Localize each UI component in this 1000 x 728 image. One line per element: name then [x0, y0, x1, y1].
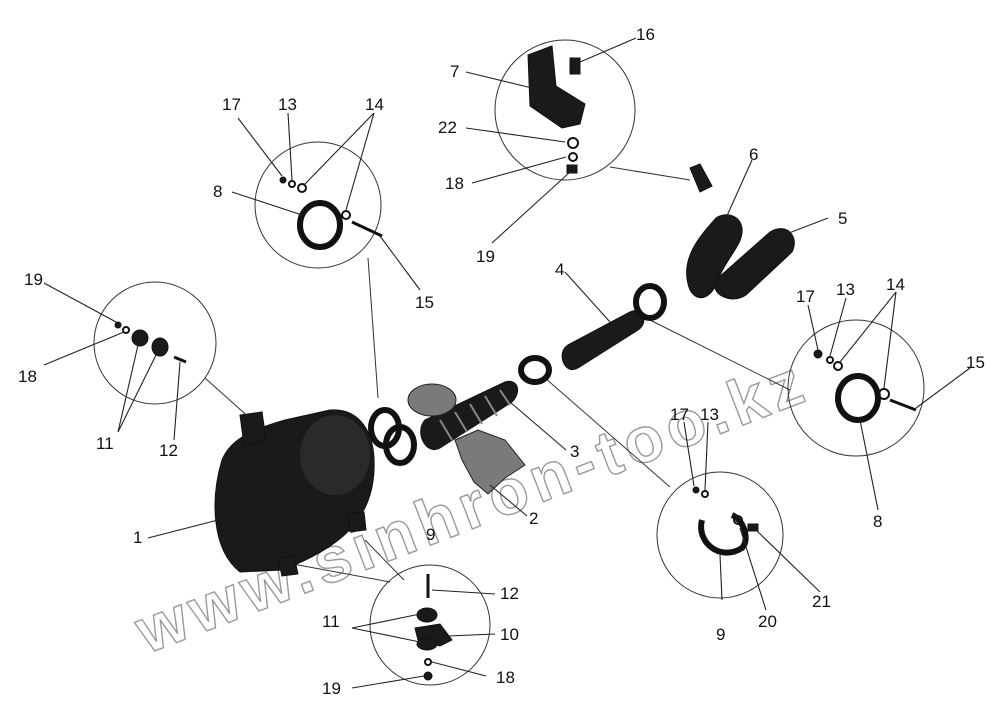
callout-label: 20 [758, 612, 777, 631]
part-7-bracket [527, 45, 586, 129]
part-19-nut [423, 671, 433, 681]
callout-label: 17 [796, 287, 815, 306]
callout-label: 19 [24, 270, 43, 289]
callout-label: 17 [670, 405, 689, 424]
callout-label: 3 [570, 442, 579, 461]
part-18-washer [122, 326, 130, 334]
callout-label: 13 [836, 280, 855, 299]
detail-circle-left [93, 281, 217, 405]
part-8-clamp-left [297, 200, 343, 250]
callout-label: 18 [445, 174, 464, 193]
part-18-washer [568, 152, 578, 162]
detail-circle-bottom-center [656, 471, 784, 599]
callout-label: 14 [365, 95, 384, 114]
part-22-washer [567, 137, 579, 149]
part-14-washer [297, 183, 307, 193]
callout-label: 18 [18, 367, 37, 386]
connector-line [364, 539, 405, 581]
callout-label: 13 [278, 95, 297, 114]
part-11-cushion [131, 329, 149, 347]
part-15-bolt [351, 220, 383, 238]
callout-label: 19 [322, 679, 341, 698]
part-20-washer [733, 515, 743, 525]
part-17-nut [279, 176, 287, 184]
part-9-clamp-bottom [698, 512, 749, 556]
detail-circle-top-left [254, 141, 382, 269]
callout-label: 4 [555, 260, 564, 279]
callout-label: 11 [96, 434, 114, 453]
part-2-bracket [454, 429, 526, 495]
callout-label: 1 [133, 528, 142, 547]
callout-label: 2 [529, 509, 538, 528]
part-15-bolt [889, 398, 917, 412]
callout-label: 17 [222, 95, 241, 114]
callout-label: 5 [838, 209, 847, 228]
part-9-clamp-left-2 [383, 424, 417, 466]
part-11-cushion [416, 637, 438, 651]
part-11-cushion [151, 337, 169, 357]
part-16-bolt [569, 57, 581, 75]
connector-line [649, 319, 791, 391]
callout-label: 14 [886, 275, 905, 294]
callout-label: 10 [500, 625, 519, 644]
part-8-clamp-right [835, 373, 881, 423]
callout-label: 8 [213, 182, 222, 201]
callout-label: 19 [476, 247, 495, 266]
part-14-washer [878, 388, 890, 400]
detail-circle-top-center [494, 39, 636, 181]
detail-circle-bottom-left [369, 564, 491, 686]
callout-label: 22 [438, 118, 457, 137]
callout-label: 18 [496, 668, 515, 687]
part-19-nut [566, 164, 578, 174]
callout-label: 13 [700, 405, 719, 424]
part-3-flex-pipe [407, 380, 519, 451]
callout-label: 12 [159, 441, 178, 460]
connector-line [367, 257, 379, 399]
part-13-washer [288, 180, 296, 188]
callout-label: 6 [749, 145, 758, 164]
part-11-cushion [416, 607, 438, 623]
part-1-silencer [214, 409, 375, 577]
part-17-nut [692, 486, 700, 494]
part-13-washer [826, 356, 834, 364]
part-14-washer [341, 210, 351, 220]
callout-label: 16 [636, 25, 655, 44]
callout-labels: 1 2 3 4 5 6 7 8 8 9 9 10 11 11 12 12 13 … [18, 25, 985, 698]
callout-label: 15 [966, 353, 985, 372]
part-6-bracket-small [689, 163, 713, 193]
part-12-bolt [173, 355, 187, 364]
connector-line [544, 377, 671, 488]
connector-line [281, 561, 391, 583]
part-4-pipe [561, 310, 645, 371]
leader-lines [43, 37, 971, 689]
part-9-clamp-upper [633, 283, 667, 321]
detail-circle-right [787, 319, 925, 457]
connector-line [609, 166, 691, 181]
part-6-elbow [686, 214, 743, 299]
callout-label: 9 [426, 525, 435, 544]
part-14-washer [833, 361, 843, 371]
part-21-bolt [747, 523, 759, 532]
callout-label: 11 [322, 612, 340, 631]
callout-label: 7 [450, 62, 459, 81]
callout-label: 9 [716, 625, 725, 644]
part-18-washer [424, 658, 432, 666]
part-19-nut [114, 321, 122, 329]
part-5-outlet-pipe [714, 228, 795, 300]
callout-label: 21 [812, 592, 831, 611]
callout-label: 15 [415, 293, 434, 312]
part-17-nut [813, 349, 823, 359]
callout-label: 12 [500, 584, 519, 603]
callout-label: 8 [873, 512, 882, 531]
connector-line [204, 377, 253, 421]
part-13-washer [701, 490, 709, 498]
part-9-clamp-center [518, 355, 552, 385]
